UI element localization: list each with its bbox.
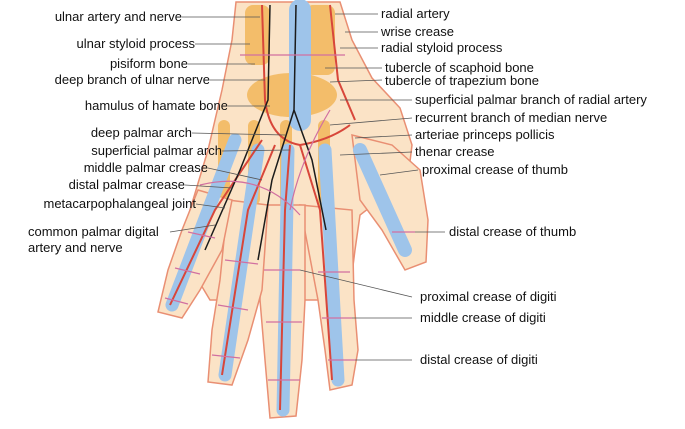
leader-distal-crease bbox=[184, 184, 233, 189]
nerves bbox=[204, 4, 327, 261]
label-tubercle-of-trapezium-bone: tubercle of trapezium bone bbox=[385, 73, 539, 88]
sheath-index bbox=[318, 143, 345, 387]
label-proximal-crease-of-thumb: proximal crease of thumb bbox=[422, 162, 568, 177]
ulna-bone bbox=[245, 5, 270, 65]
leader-recurrent-branch bbox=[329, 117, 413, 126]
label-distal-crease-of-thumb: distal crease of thumb bbox=[449, 224, 577, 239]
label-ulnar-styloid-process: ulnar styloid process bbox=[76, 36, 196, 51]
crease-distal-ring bbox=[211, 354, 241, 359]
crease-middle-little bbox=[174, 267, 201, 275]
digital-artery-ring bbox=[221, 144, 276, 376]
crease-middle-ring bbox=[217, 304, 249, 311]
leader-proximal-thumb bbox=[379, 169, 419, 176]
digital-artery-index bbox=[299, 144, 333, 381]
label-superficial-palmar-arch: superficial palmar arch bbox=[91, 143, 222, 158]
label-deep-branch-of-ulnar-nerve: deep branch of ulnar nerve bbox=[54, 72, 210, 87]
crease-distal-little bbox=[164, 297, 189, 305]
leader-middle-crease bbox=[207, 167, 263, 181]
label-proximal-crease-of-digiti: proximal crease of digiti bbox=[420, 289, 557, 304]
median-nerve bbox=[293, 4, 327, 231]
label-recurrent-branch-median-nerve: recurrent branch of median nerve bbox=[415, 110, 608, 125]
leader-mcp-joint bbox=[195, 203, 226, 209]
label-radial-artery: radial artery bbox=[381, 6, 450, 21]
label-ulnar-artery-and-nerve: ulnar artery and nerve bbox=[54, 9, 182, 24]
leader-deep-arch bbox=[191, 132, 286, 136]
label-metacarpophalangeal-joint: metacarpophalangeal joint bbox=[43, 196, 197, 211]
label-tubercle-of-scaphoid-bone: tubercle of scaphoid bone bbox=[385, 60, 534, 75]
label-arteriae-princeps-pollicis: arteriae princeps pollicis bbox=[415, 127, 555, 142]
ulnar-nerve bbox=[204, 4, 271, 251]
label-distal-crease-of-digiti: distal crease of digiti bbox=[420, 352, 538, 367]
thenar-crease bbox=[289, 109, 331, 211]
sheath-thumb bbox=[353, 143, 412, 257]
label-artery-and-nerve: artery and nerve bbox=[28, 240, 123, 255]
crease-proximal-little bbox=[187, 231, 216, 239]
ulnar-artery bbox=[261, 4, 351, 147]
label-radial-styloid-process: radial styloid process bbox=[381, 40, 503, 55]
digital-artery-middle bbox=[279, 144, 291, 411]
label-middle-palmar-crease: middle palmar crease bbox=[83, 160, 208, 175]
radial-artery bbox=[329, 4, 356, 121]
digital-nerve bbox=[257, 109, 295, 261]
radius-bone bbox=[305, 5, 335, 75]
crease-proximal-ring bbox=[224, 259, 259, 265]
label-distal-palmar-crease: distal palmar crease bbox=[68, 177, 185, 192]
label-pisiform-bone: pisiform bone bbox=[109, 56, 188, 71]
label-middle-crease-of-digiti: middle crease of digiti bbox=[420, 310, 546, 325]
label-hamulus-of-hamate-bone: hamulus of hamate bone bbox=[84, 98, 228, 113]
digital-artery-little bbox=[169, 139, 263, 306]
arteries bbox=[169, 4, 356, 411]
creases bbox=[164, 54, 415, 381]
leader-common-digital bbox=[169, 224, 216, 233]
label-wrist-crease: wrise crease bbox=[381, 24, 454, 39]
label-thenar-crease: thenar crease bbox=[415, 144, 495, 159]
leader-trapezium bbox=[329, 79, 383, 83]
leader-thenar-crease bbox=[339, 151, 413, 156]
label-superficial-palmar-branch: superficial palmar branch of radial arte… bbox=[415, 92, 647, 107]
leader-superficial-arch bbox=[221, 149, 291, 152]
label-deep-palmar-arch: deep palmar arch bbox=[90, 125, 192, 140]
leader-princeps-pollicis bbox=[354, 134, 413, 139]
label-common-palmar-digital: common palmar digital bbox=[28, 224, 159, 239]
leader-proximal-digit bbox=[299, 269, 413, 298]
leader-lines bbox=[169, 13, 445, 361]
